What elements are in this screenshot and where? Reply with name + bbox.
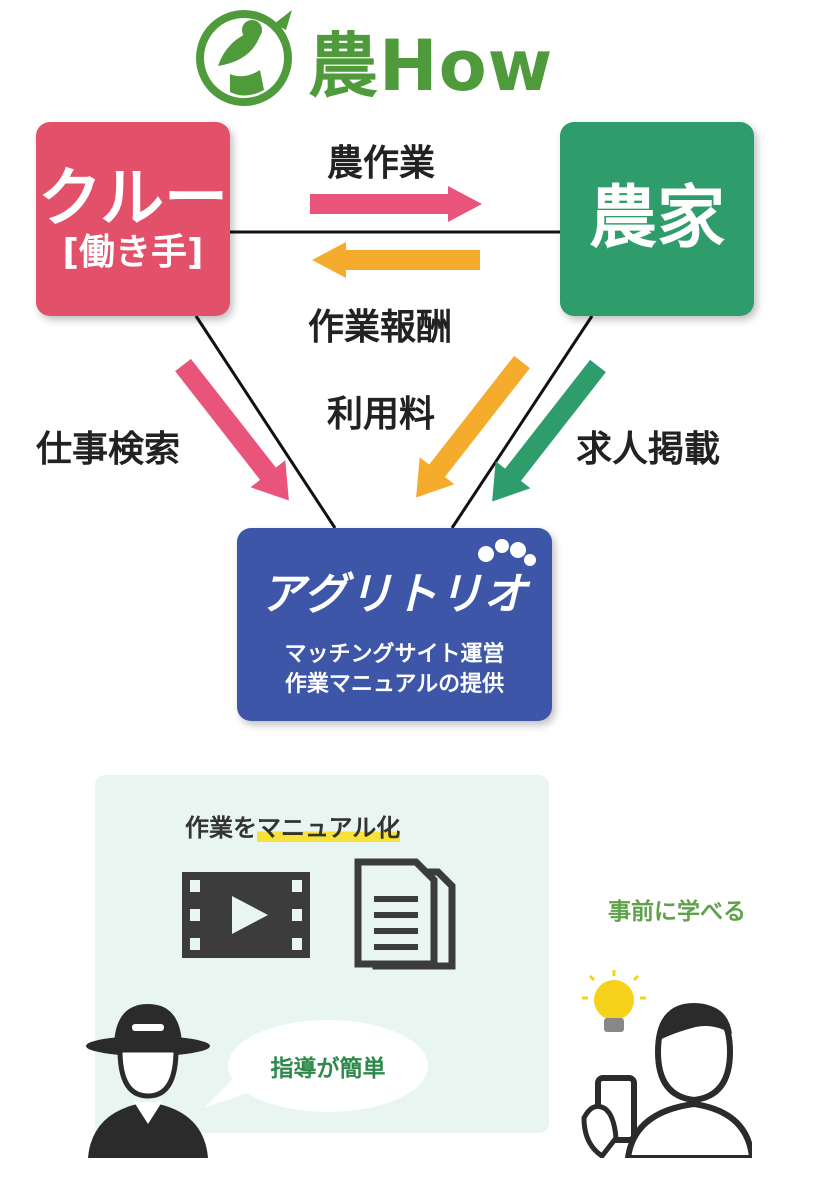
video-icon [182,872,310,958]
logo: 農How [190,4,610,108]
job-posting-arrow-icon [492,359,606,502]
manual-title: 作業をマニュアル化 [185,808,401,843]
farmer-node: 農家 [560,122,754,316]
easy-instruction-bubble: 指導が簡単 [228,1020,428,1112]
farmer-title: 農家 [588,179,725,259]
lightbulb-icon [582,970,646,1032]
usage-fee-arrow-icon [416,355,530,498]
farm-work-label: 農作業 [327,143,436,184]
reward-arrow-icon [312,242,480,278]
learn-in-advance-bubble: 事前に学べる [572,850,782,968]
crew-node: クルー [働き手] [36,122,230,316]
manual-title-highlight: マニュアル化 [257,814,401,842]
job-search-arrow-icon [175,358,289,501]
learner-person-icon [581,970,752,1158]
crew-title: クルー [37,161,229,236]
platform-name: アグリトリオ [260,568,529,620]
platform-desc-line2: 作業マニュアルの提供 [284,671,505,697]
job-search-label: 仕事検索 [36,429,181,470]
platform-description: マッチングサイト運営 作業マニュアルの提供 [284,640,504,699]
platform-desc-line1: マッチングサイト運営 [284,641,505,667]
document-icon [354,858,456,970]
flower-decoration-icon [478,539,536,566]
farm-work-arrow-icon [310,186,482,222]
work-reward-label: 作業報酬 [308,307,453,348]
job-posting-label: 求人掲載 [576,429,721,470]
logo-text: 農How [308,25,554,107]
manual-title-prefix: 作業を [185,814,257,842]
crew-platform-line [194,315,337,529]
farmer-leaf-logo-icon [196,10,292,106]
usage-fee-label: 利用料 [327,394,436,435]
crew-subtitle: [働き手] [62,231,204,273]
farmer-person-icon [86,1004,210,1158]
farmer-platform-line [450,315,594,529]
relationship-diagram [175,186,606,529]
platform-node: アグリトリオ マッチングサイト運営 作業マニュアルの提供 [237,528,552,721]
